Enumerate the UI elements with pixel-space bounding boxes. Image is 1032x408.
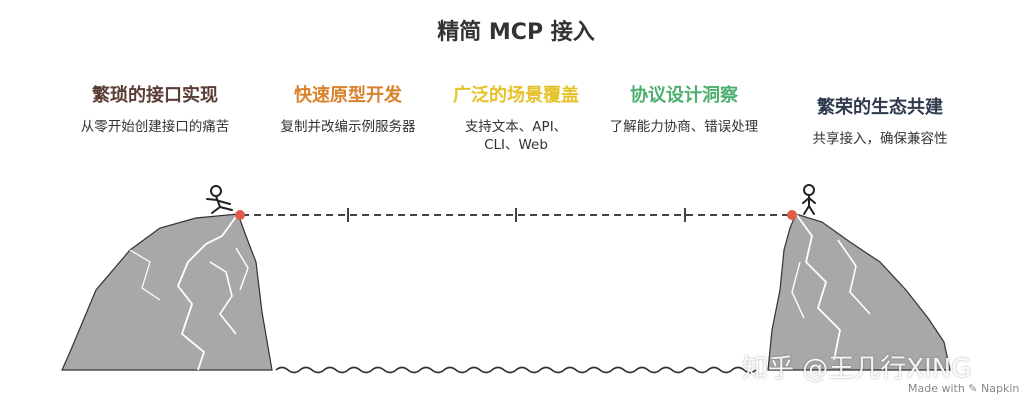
stick-figure-left-icon: [206, 185, 233, 214]
stick-figure-right-icon: [802, 184, 816, 215]
step-3: 广泛的场景覆盖 支持文本、API、CLI、Web: [440, 84, 592, 154]
step-1-title: 繁琐的接口实现: [92, 85, 218, 106]
right-endpoint-dot: [787, 210, 797, 220]
diagram-title: 精简 MCP 接入: [437, 20, 595, 45]
step-3-desc: 支持文本、API、CLI、Web: [464, 119, 568, 153]
step-2: 快速原型开发 复制并改编示例服务器: [270, 84, 426, 136]
step-2-title: 快速原型开发: [294, 85, 402, 106]
napkin-badge: Made with ✎ Napkin: [908, 382, 1020, 395]
step-4-desc: 了解能力协商、错误处理: [609, 119, 759, 135]
step-1: 繁琐的接口实现 从零开始创建接口的痛苦: [70, 84, 240, 136]
step-5-title: 繁荣的生态共建: [817, 97, 943, 118]
step-5: 繁荣的生态共建 共享接入，确保兼容性: [790, 96, 970, 148]
left-cliff: [61, 213, 273, 371]
water-waves: [275, 366, 757, 374]
step-5-desc: 共享接入，确保兼容性: [812, 131, 948, 147]
right-cliff: [767, 213, 951, 371]
left-endpoint-dot: [235, 210, 245, 220]
step-4-title: 协议设计洞察: [630, 85, 738, 106]
step-2-desc: 复制并改编示例服务器: [280, 119, 416, 135]
step-1-desc: 从零开始创建接口的痛苦: [80, 119, 230, 135]
step-3-title: 广泛的场景覆盖: [453, 85, 579, 106]
watermark: 知乎 @王几行XING: [742, 354, 972, 384]
step-4: 协议设计洞察 了解能力协商、错误处理: [606, 84, 762, 136]
